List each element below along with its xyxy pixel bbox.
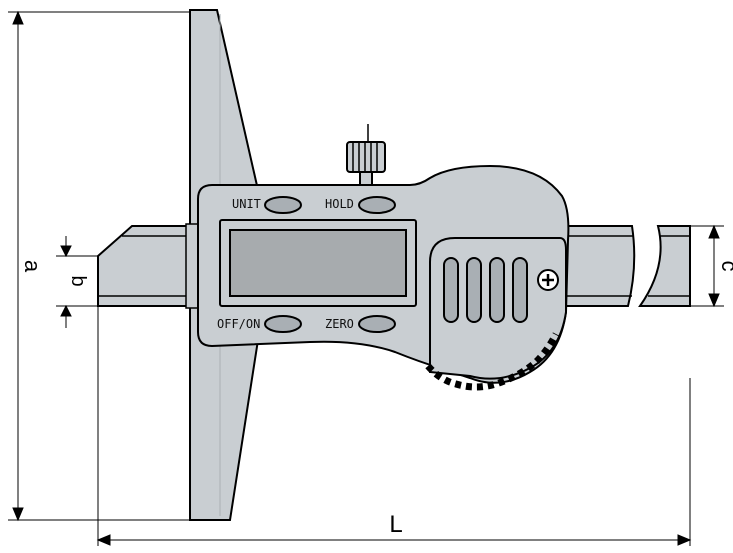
dimension-L-label: L — [389, 511, 402, 538]
dimension-b — [56, 236, 98, 328]
hold-screw — [346, 124, 386, 187]
dimension-a — [8, 10, 190, 522]
zero-button[interactable] — [358, 315, 396, 333]
dimension-L — [96, 306, 692, 546]
zero-label: ZERO — [325, 317, 354, 331]
thumb-wheel — [425, 332, 560, 391]
dimension-c-label: c — [717, 261, 733, 272]
off-on-button[interactable] — [264, 315, 302, 333]
lcd-display — [229, 229, 407, 297]
depth-rod-right — [559, 225, 636, 307]
dimension-a-label: a — [20, 260, 45, 273]
grip-slots — [443, 257, 528, 323]
screw-icon — [537, 269, 559, 291]
hold-button[interactable] — [358, 196, 396, 214]
off-on-label: OFF/ON — [217, 317, 260, 331]
hold-label: HOLD — [325, 197, 354, 211]
depth-rod-end — [638, 225, 691, 307]
unit-button[interactable] — [264, 196, 302, 214]
dimension-b-label: b — [67, 275, 89, 286]
depth-rod-tip — [97, 225, 191, 307]
dimension-c — [690, 224, 724, 308]
unit-label: UNIT — [232, 197, 261, 211]
